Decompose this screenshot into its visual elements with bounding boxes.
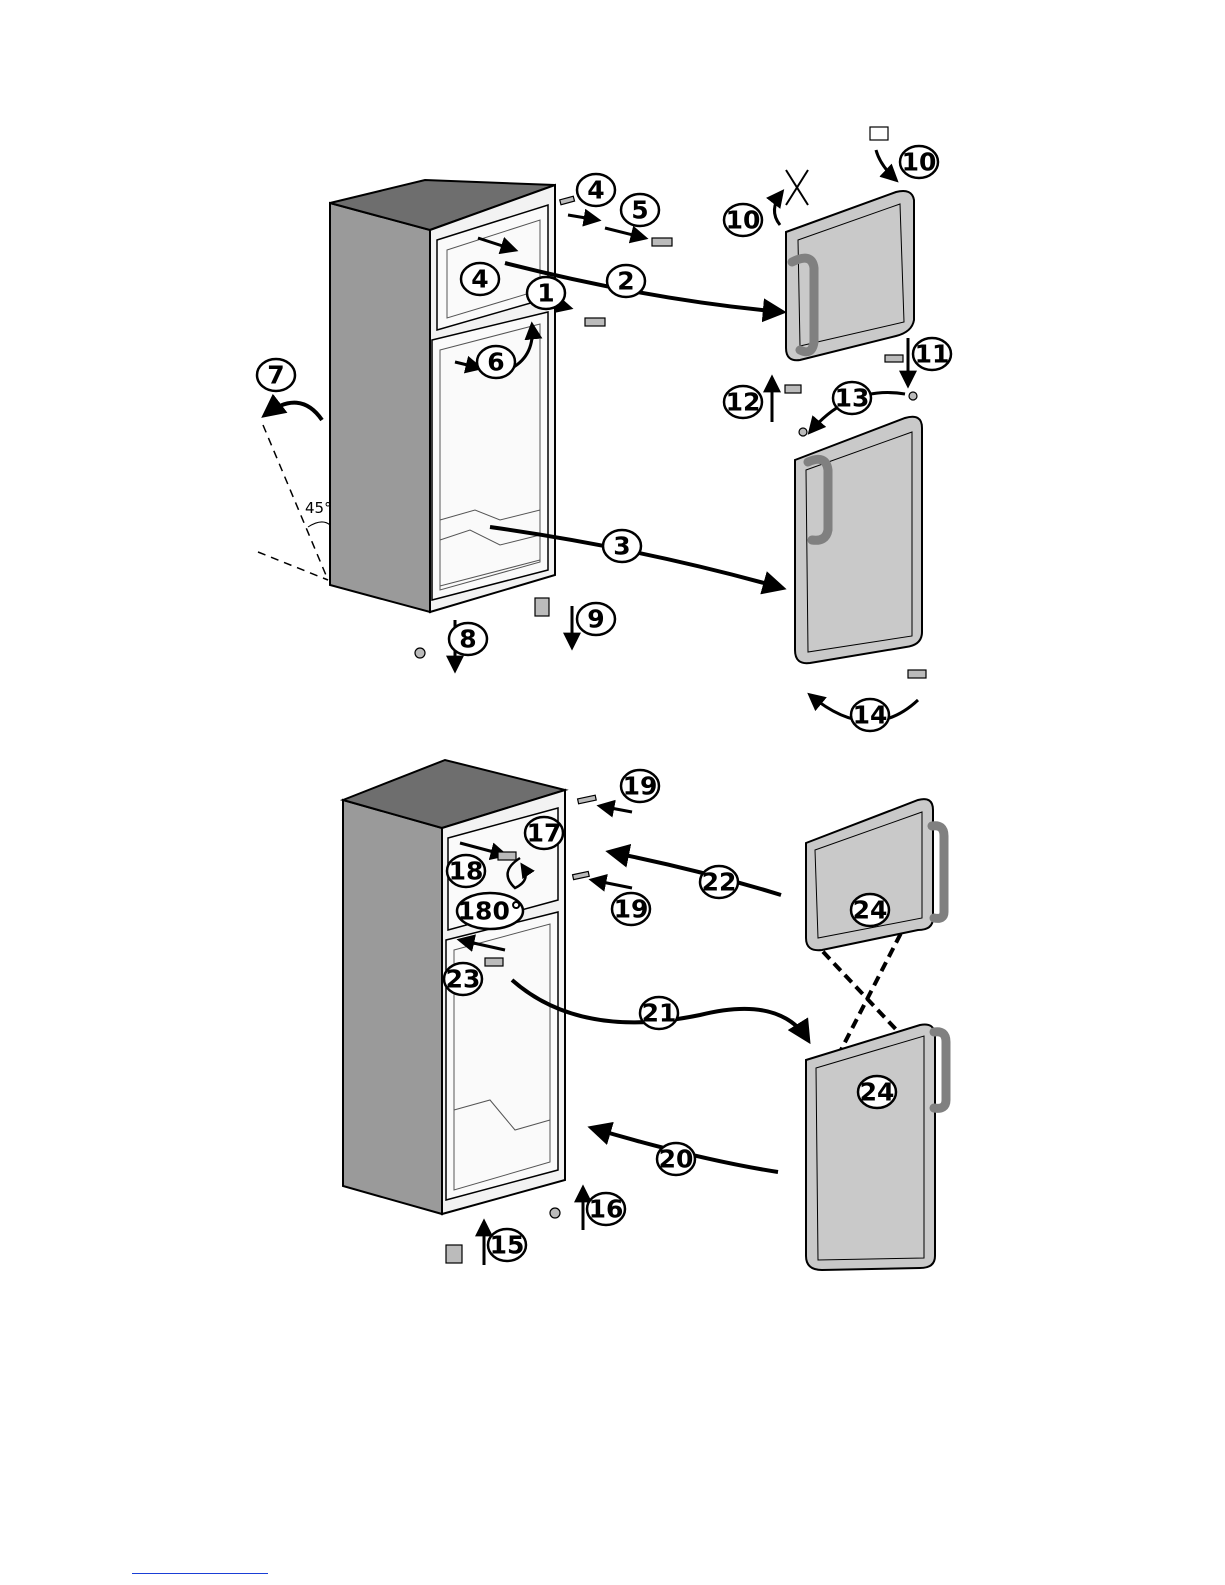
- step-10-callout: 10: [724, 204, 762, 236]
- step-4b-callout: 4: [461, 263, 499, 295]
- svg-text:18: 18: [449, 857, 484, 886]
- fridge-door-fig1: [795, 417, 922, 663]
- svg-text:11: 11: [915, 340, 950, 369]
- step-20-callout: 20: [657, 1143, 695, 1175]
- step-24-callout: 24: [851, 894, 889, 926]
- step-1-callout: 1: [527, 277, 565, 309]
- step-3-callout: 3: [603, 530, 641, 562]
- step-22-callout: 22: [700, 866, 738, 898]
- step-2-callout: 2: [607, 265, 645, 297]
- svg-text:20: 20: [659, 1145, 694, 1174]
- step-5-callout: 5: [621, 194, 659, 226]
- svg-text:4: 4: [587, 176, 604, 205]
- svg-text:17: 17: [527, 819, 562, 848]
- svg-text:22: 22: [702, 868, 737, 897]
- step-15-callout: 15: [488, 1229, 526, 1261]
- freezer-door-fig1: [786, 191, 914, 360]
- svg-text:180°: 180°: [458, 897, 523, 926]
- svg-text:5: 5: [631, 196, 648, 225]
- svg-text:24: 24: [860, 1078, 895, 1107]
- svg-text:15: 15: [490, 1231, 525, 1260]
- step-19-callout: 19: [621, 770, 659, 802]
- step-18-callout: 18: [447, 855, 485, 887]
- tilt-angle-label: 45°: [305, 499, 332, 517]
- svg-text:9: 9: [587, 605, 604, 634]
- svg-text:6: 6: [487, 348, 504, 377]
- step-6-callout: 6: [477, 346, 515, 378]
- svg-text:10: 10: [902, 148, 937, 177]
- svg-text:7: 7: [267, 361, 284, 390]
- svg-text:3: 3: [613, 532, 630, 561]
- step-16-callout: 16: [587, 1193, 625, 1225]
- footer-link-underline: [132, 1573, 268, 1574]
- svg-text:21: 21: [642, 999, 677, 1028]
- step-9-callout: 9: [577, 603, 615, 635]
- step-21-callout: 21: [640, 997, 678, 1029]
- svg-text:8: 8: [459, 625, 476, 654]
- step-12-callout: 12: [724, 386, 762, 418]
- figure-2-reassembly: 15 16 17 18 19 19 20 21 22 23 24 24 180°: [343, 760, 946, 1270]
- svg-text:24: 24: [853, 896, 888, 925]
- figure-1-removal: 45°: [257, 127, 951, 731]
- step-10b-callout: 10: [900, 146, 938, 178]
- svg-text:1: 1: [537, 279, 554, 308]
- fridge-cabinet-top: [330, 180, 555, 612]
- svg-text:23: 23: [446, 965, 481, 994]
- step-7-callout: 7: [257, 359, 295, 391]
- svg-text:19: 19: [623, 772, 658, 801]
- freezer-door-fig2: [806, 799, 944, 950]
- step-13-callout: 13: [833, 382, 871, 414]
- step-14-callout: 14: [851, 699, 889, 731]
- svg-text:12: 12: [726, 388, 761, 417]
- svg-text:19: 19: [614, 895, 649, 924]
- svg-text:2: 2: [617, 267, 634, 296]
- step-24b-callout: 24: [858, 1076, 896, 1108]
- svg-text:4: 4: [471, 265, 488, 294]
- rotation-callout: 180°: [457, 893, 523, 929]
- svg-text:14: 14: [853, 701, 888, 730]
- step-11-callout: 11: [913, 338, 951, 370]
- svg-text:10: 10: [726, 206, 761, 235]
- step-19b-callout: 19: [612, 893, 650, 925]
- svg-text:16: 16: [589, 1195, 624, 1224]
- tilt-guide: 45°: [258, 403, 332, 580]
- svg-text:13: 13: [835, 384, 870, 413]
- step-8-callout: 8: [449, 623, 487, 655]
- step-23-callout: 23: [444, 963, 482, 995]
- fridge-door-fig2: [806, 1024, 946, 1270]
- step-17-callout: 17: [525, 817, 563, 849]
- step-4-callout: 4: [577, 174, 615, 206]
